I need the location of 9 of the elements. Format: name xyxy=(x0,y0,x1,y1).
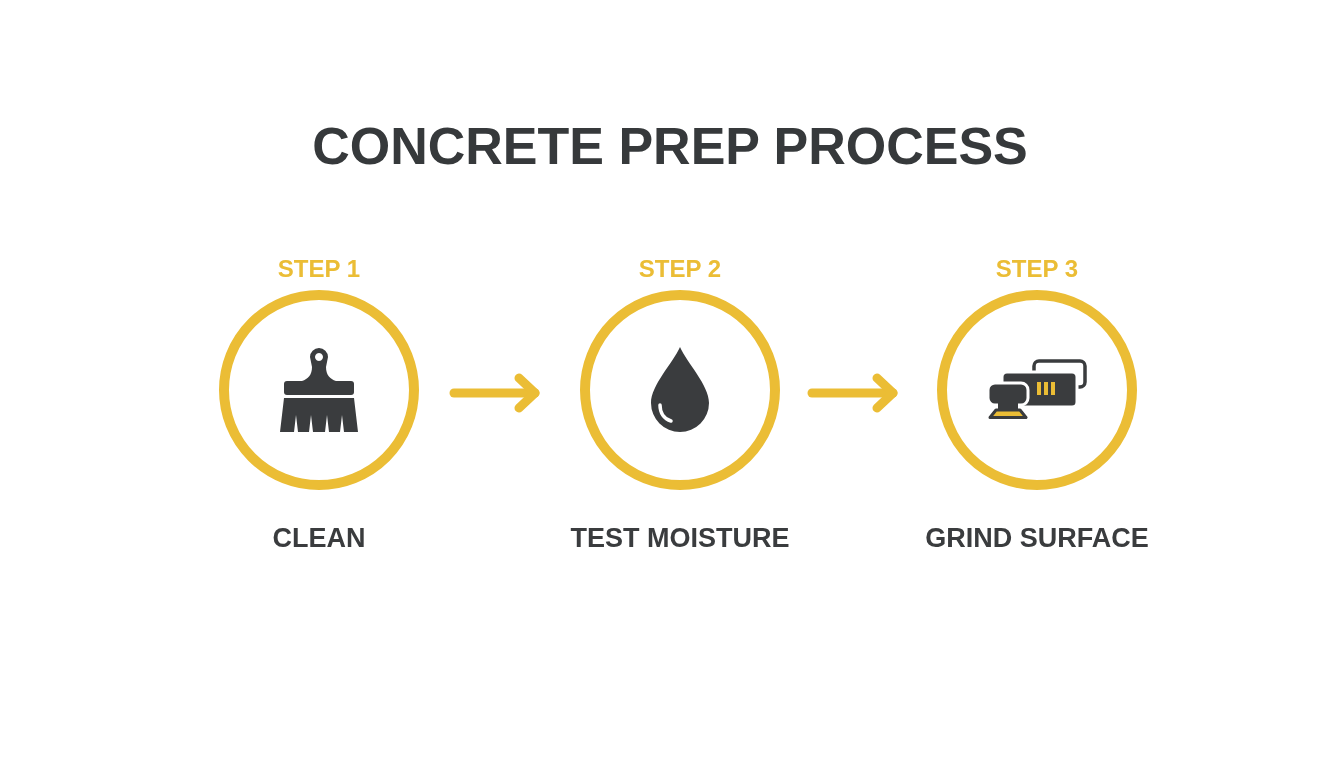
step-title: CLEAN xyxy=(272,522,366,555)
step-label: STEP 2 xyxy=(638,254,722,284)
step-title: TEST MOISTURE xyxy=(570,522,790,555)
step-label: STEP 3 xyxy=(995,254,1079,284)
step-label: STEP 1 xyxy=(277,254,361,284)
diagram-title: CONCRETE PREP PROCESS xyxy=(312,116,1028,177)
step-title: GRIND SURFACE xyxy=(925,522,1149,555)
arrow xyxy=(449,373,540,413)
arrow xyxy=(807,373,898,413)
